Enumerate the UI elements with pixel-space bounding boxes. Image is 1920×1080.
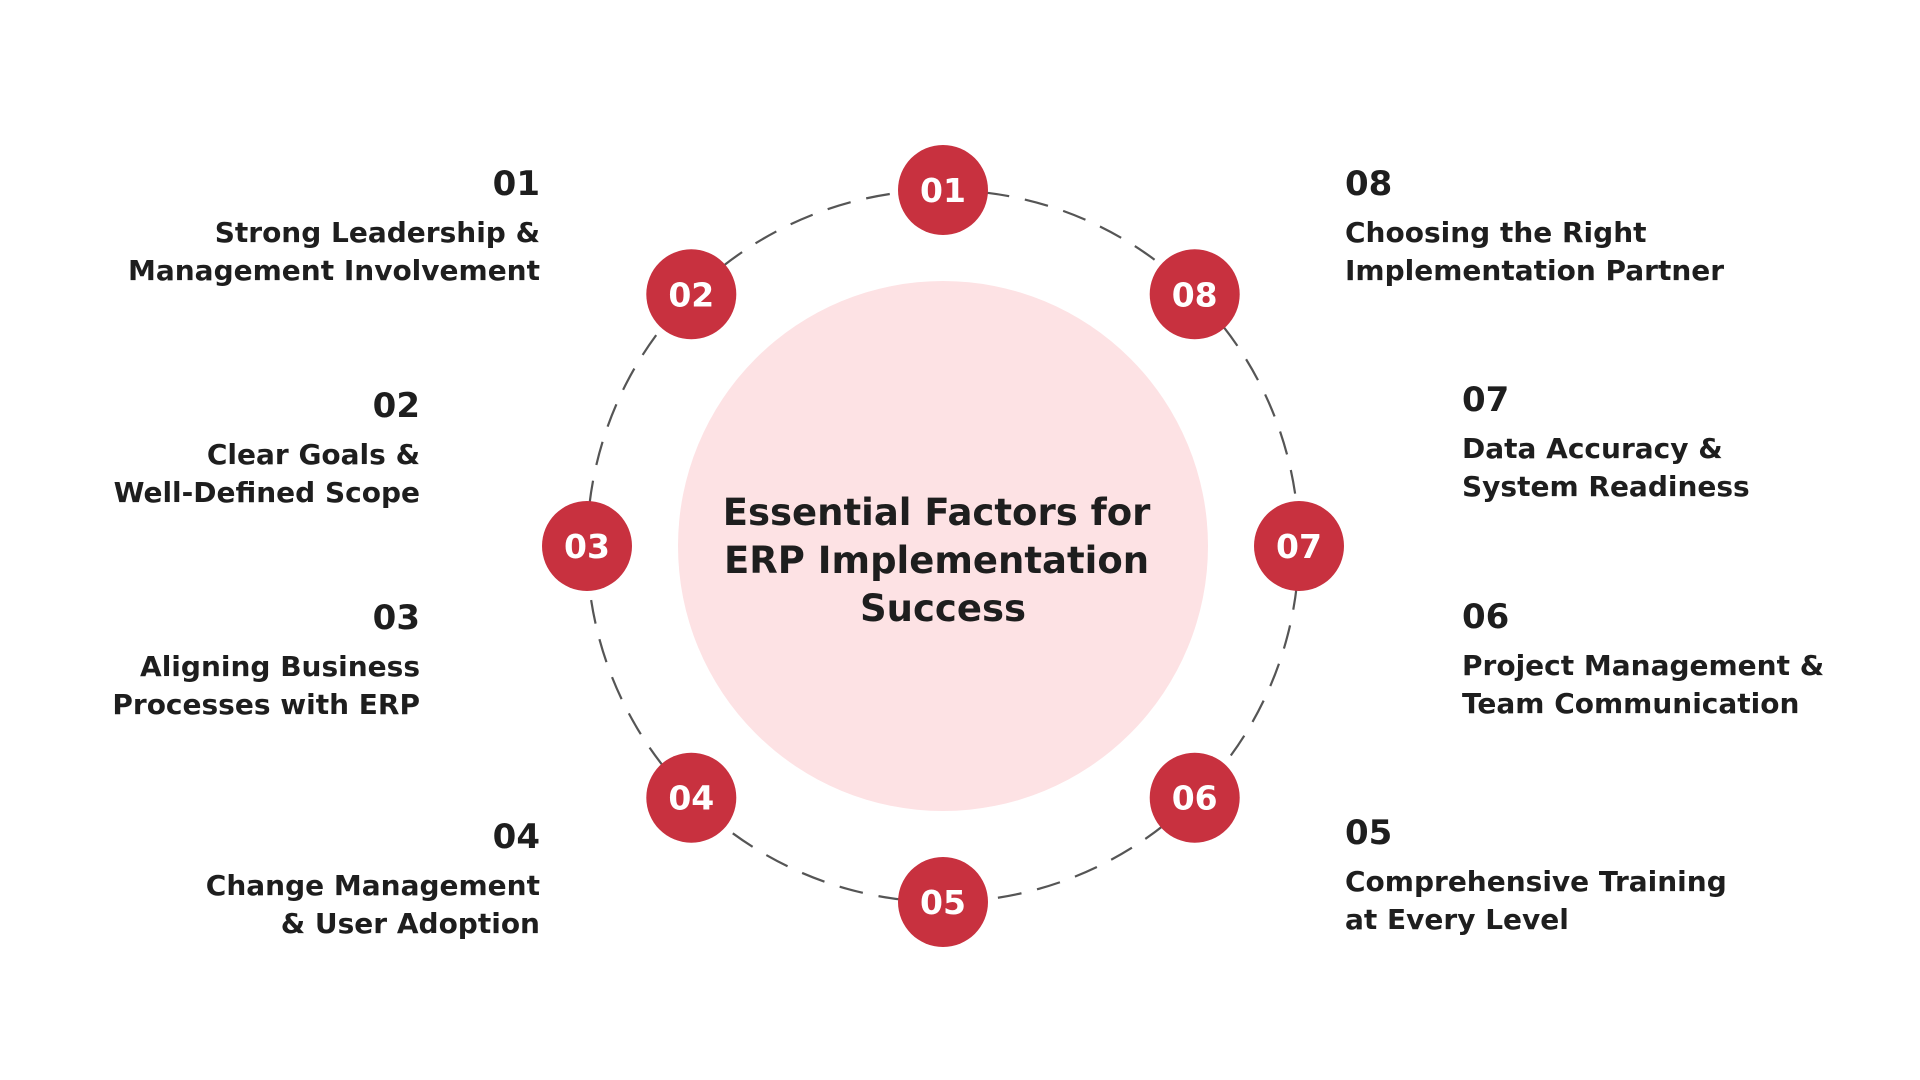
factor-title-line: Choosing the Right [1345, 216, 1647, 249]
center-circle [678, 281, 1208, 811]
center-title-line: Success [860, 587, 1026, 630]
factor-title: Strong Leadership & Management Involveme… [80, 214, 540, 290]
node-number: 01 [920, 171, 966, 210]
factor-title: Change Management & User Adoption [80, 867, 540, 943]
node-number: 03 [564, 527, 610, 566]
node-marker-03: 03 [542, 501, 632, 591]
factor-title-line: Clear Goals & [206, 438, 420, 471]
factor-title-line: Team Communication [1462, 687, 1800, 720]
factor-label-04: 04 Change Management & User Adoption [80, 817, 540, 943]
node-circle [898, 145, 988, 235]
node-number: 04 [668, 779, 714, 818]
factor-label-05: 05 Comprehensive Training at Every Level [1345, 813, 1805, 939]
factor-title-line: Well-Defined Scope [113, 476, 420, 509]
factor-number: 06 [1462, 597, 1510, 637]
factor-title: Aligning Business Processes with ERP [0, 648, 420, 724]
factor-title: Project Management & Team Communication [1462, 647, 1920, 723]
factor-number: 04 [492, 817, 540, 857]
node-marker-08: 08 [1149, 249, 1240, 340]
factor-number: 08 [1345, 164, 1393, 204]
factor-number: 01 [492, 164, 540, 204]
factor-title-line: System Readiness [1462, 470, 1750, 503]
node-circle [646, 752, 737, 843]
node-marker-04: 04 [646, 752, 737, 843]
factor-label-01: 01 Strong Leadership & Management Involv… [80, 164, 540, 290]
factor-label-03: 03 Aligning Business Processes with ERP [0, 598, 420, 724]
factor-title-line: Project Management & [1462, 649, 1825, 682]
node-circle [646, 249, 737, 340]
factor-label-07: 07 Data Accuracy & System Readiness [1462, 380, 1920, 506]
node-markers: 01 02 03 04 05 06 07 08 [542, 145, 1344, 947]
factor-title: Data Accuracy & System Readiness [1462, 430, 1920, 506]
node-number: 08 [1172, 275, 1218, 314]
factor-label-06: 06 Project Management & Team Communicati… [1462, 597, 1920, 723]
factor-title-line: Aligning Business [140, 650, 420, 683]
factor-title-line: Management Involvement [127, 254, 540, 287]
node-marker-01: 01 [898, 145, 988, 235]
factor-title-line: Strong Leadership & [214, 216, 540, 249]
center-title-line: Essential Factors for [723, 491, 1151, 534]
factor-title-line: & User Adoption [280, 907, 540, 940]
node-circle [1149, 249, 1240, 340]
node-circle [1254, 501, 1344, 591]
node-circle [898, 857, 988, 947]
node-circle [1149, 752, 1240, 843]
factor-title-line: Comprehensive Training [1345, 865, 1727, 898]
factor-title-line: Data Accuracy & [1462, 432, 1723, 465]
node-number: 06 [1172, 779, 1218, 818]
node-number: 05 [920, 883, 966, 922]
factor-title-line: at Every Level [1345, 903, 1569, 936]
factor-label-02: 02 Clear Goals & Well-Defined Scope [0, 386, 420, 512]
node-marker-02: 02 [646, 249, 737, 340]
node-marker-07: 07 [1254, 501, 1344, 591]
factor-number: 05 [1345, 813, 1393, 853]
node-marker-06: 06 [1149, 752, 1240, 843]
factor-title-line: Implementation Partner [1345, 254, 1725, 287]
center-title-line: ERP Implementation [724, 539, 1149, 582]
node-number: 07 [1276, 527, 1322, 566]
factor-number: 07 [1462, 380, 1510, 420]
factor-title: Comprehensive Training at Every Level [1345, 863, 1805, 939]
center-title: Essential Factors for ERP Implementation… [723, 491, 1164, 630]
node-number: 02 [668, 275, 714, 314]
factor-number: 02 [372, 386, 420, 426]
factor-title: Clear Goals & Well-Defined Scope [0, 436, 420, 512]
factor-title: Choosing the Right Implementation Partne… [1345, 214, 1805, 290]
node-marker-05: 05 [898, 857, 988, 947]
factor-title-line: Processes with ERP [112, 688, 420, 721]
factor-title-line: Change Management [205, 869, 540, 902]
factor-label-08: 08 Choosing the Right Implementation Par… [1345, 164, 1805, 290]
factor-number: 03 [372, 598, 420, 638]
node-circle [542, 501, 632, 591]
